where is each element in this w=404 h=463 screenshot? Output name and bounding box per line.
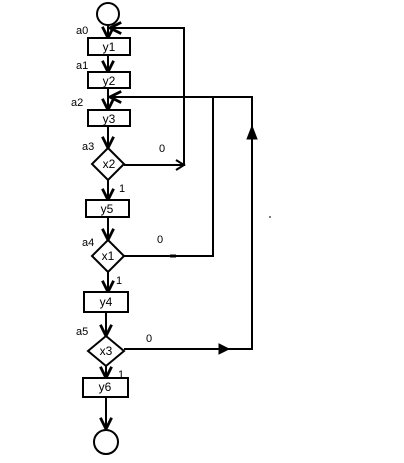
operator-label-y5: y5 <box>101 202 114 216</box>
operator-box-y2 <box>87 71 131 89</box>
state-label-a3: a3 <box>82 141 94 153</box>
end-terminal <box>93 429 119 455</box>
state-label-a1: a1 <box>76 60 88 72</box>
state-label-a0: a0 <box>76 25 88 37</box>
branch-label-x1-false: 0 <box>157 234 163 246</box>
loop-x1-false <box>124 97 214 257</box>
condition-diamond-x3 <box>86 334 126 368</box>
condition-label-x3: x3 <box>100 344 113 358</box>
operator-label-y6: y6 <box>99 380 112 394</box>
state-label-a2: a2 <box>71 97 83 109</box>
loop-x3-false <box>110 97 253 350</box>
operator-box-y3 <box>87 109 131 127</box>
loop-x3-up-arrow <box>246 124 258 140</box>
operator-label-y1: y1 <box>103 40 116 54</box>
loop-x3-arrow-mark <box>218 343 231 355</box>
state-label-a5: a5 <box>76 326 88 338</box>
operator-box-y6 <box>82 377 129 398</box>
stray-dot-mark <box>269 216 271 218</box>
branch-label-x2-false: 0 <box>159 143 165 155</box>
operator-box-y4 <box>83 291 129 313</box>
operator-box-y5 <box>85 199 130 218</box>
condition-diamond-x1 <box>90 238 126 274</box>
start-terminal <box>96 2 120 26</box>
operator-label-y2: y2 <box>103 74 116 88</box>
state-label-a4: a4 <box>82 237 94 249</box>
operator-label-y3: y3 <box>103 112 116 126</box>
branch-label-x3-true: 1 <box>118 369 124 381</box>
branch-label-x2-true: 1 <box>119 183 125 195</box>
branch-label-x1-true: 1 <box>116 275 122 287</box>
condition-label-x2: x2 <box>103 157 116 171</box>
branch-label-x3-false: 0 <box>146 333 152 345</box>
operator-label-y4: y4 <box>100 295 113 309</box>
condition-diamond-x2 <box>90 146 126 182</box>
condition-label-x1: x1 <box>102 249 115 263</box>
loop-x2-arrow-mark <box>175 159 186 171</box>
operator-box-y1 <box>87 37 131 56</box>
